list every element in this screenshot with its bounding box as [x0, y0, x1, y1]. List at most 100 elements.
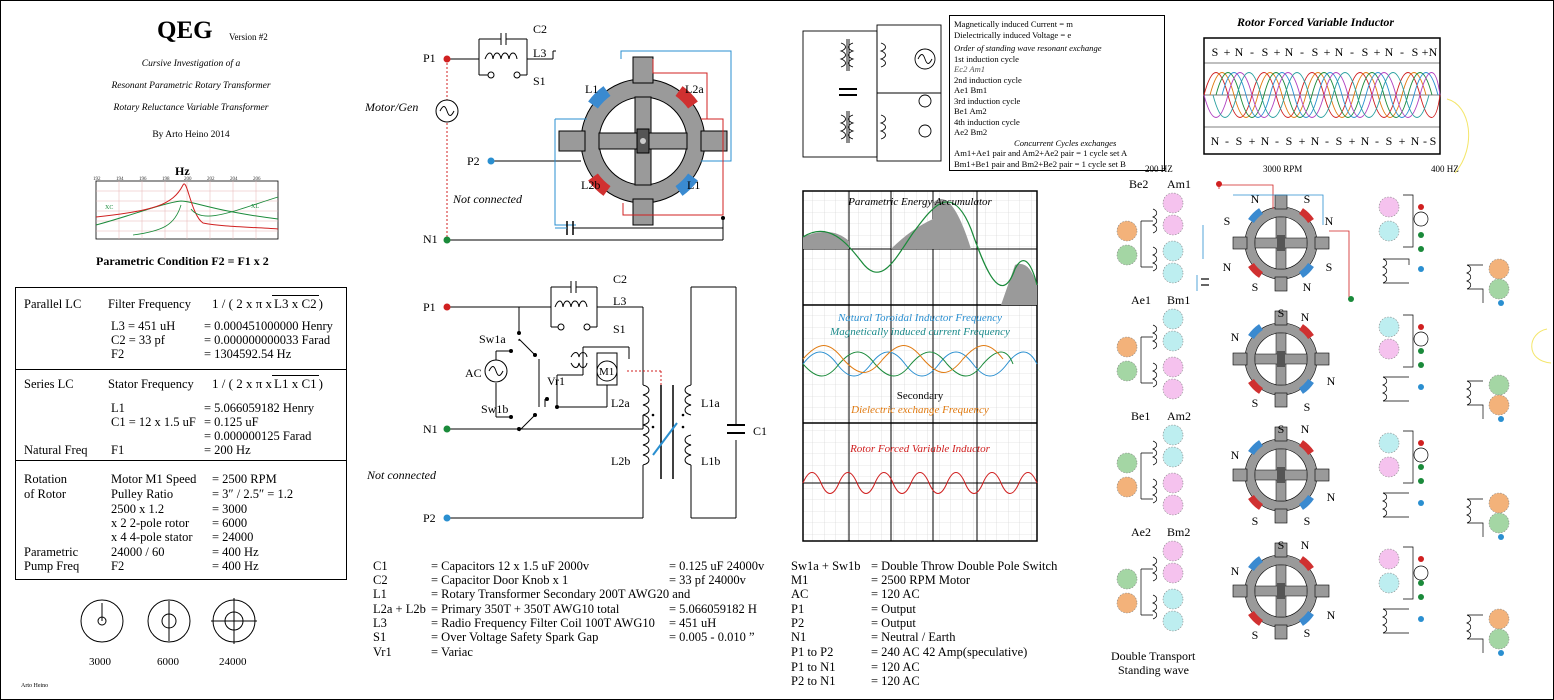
rotor-pole: S [1212, 45, 1219, 59]
subtitle-line-2: Resonant Parametric Rotary Transformer [111, 81, 271, 91]
freq-400-label: 400 HZ [1431, 164, 1459, 174]
note-item: Ec2 Am1 [954, 64, 986, 74]
l2a-label: L2a [611, 396, 630, 410]
rotor-forced-title: Rotor Forced Variable Inductor [849, 443, 991, 455]
formula-suffix: ) [318, 376, 323, 391]
legend-desc: = Output [871, 616, 916, 630]
formula-prefix: 1 / ( 2 x π x [212, 296, 273, 311]
legend-key: S1 [373, 630, 387, 644]
formula-prefix: 1 / ( 2 x π x [212, 376, 273, 391]
rotor-pole: S [1412, 45, 1419, 59]
pole-label: S [1252, 280, 1259, 294]
resonance-graph: XC XL 192 194 196 198 200 202 204 206 [93, 177, 279, 240]
rotor-pole: N [1361, 134, 1370, 148]
pole-label: N [1327, 490, 1336, 504]
formula-line: 2500 x 1.2 [111, 502, 165, 516]
pole-label: S [1278, 306, 1285, 320]
rotor-pole: + [1422, 45, 1429, 59]
rotor-pole: - [1350, 45, 1354, 59]
stage-left-label: Be1 [1131, 409, 1151, 423]
graph-tick: 198 [162, 177, 170, 182]
rotor-pole: S [1236, 134, 1243, 148]
legend-key: Vr1 [373, 645, 392, 659]
rotor-pole: N [1261, 134, 1270, 148]
l2a-label: L2a [685, 82, 704, 96]
formula-line: F1 [111, 443, 125, 457]
formula-suffix: ) [318, 296, 323, 311]
legend-key: P1 to N1 [791, 660, 836, 674]
note-item: Ae1 Bm1 [954, 85, 988, 95]
formula-root: L3 x C2 [272, 295, 319, 311]
pump-freq-label: Pump Freq [24, 559, 80, 573]
formula-value: = 3000 [212, 502, 248, 516]
pole-label: N [1303, 280, 1312, 294]
rotor-pole: - [1250, 45, 1254, 59]
pole-label: S [1304, 192, 1311, 206]
n1-label: N1 [423, 232, 438, 246]
formula-line: L3 = 451 uH [111, 319, 176, 333]
legend-key: N1 [791, 630, 807, 644]
legend-desc: = 2500 RPM Motor [871, 573, 971, 587]
stage-right-label: Am2 [1167, 409, 1191, 423]
rotor-pole: N [1411, 134, 1420, 148]
formula-box: Parallel LC Filter Frequency 1 / ( 2 x π… [15, 287, 347, 580]
natural-freq-label: Natural Freq [24, 443, 88, 457]
l2b-label: L2b [581, 178, 600, 192]
pulley-icon [80, 599, 124, 643]
note-line: Dielectrically induced Voltage = e [954, 29, 1072, 40]
stage-left-label: Be2 [1129, 177, 1149, 191]
pole-label: S [1252, 396, 1259, 410]
legend-desc: = Neutral / Earth [871, 630, 956, 644]
l2b-label: L2b [611, 454, 630, 468]
switch-sketches [1378, 194, 1510, 656]
motor-gen-label: Motor/Gen [364, 100, 418, 114]
rotor-pole: - [1275, 134, 1279, 148]
m1-label: M1 [599, 366, 614, 378]
graph-tick: 194 [116, 177, 124, 182]
legend-key: M1 [791, 573, 809, 587]
formula-line: 24000 / 60 [111, 545, 165, 559]
note-item: 4th induction cycle [954, 116, 1020, 127]
formula-root: L1 x C1 [272, 375, 319, 391]
rotor-pole: - [1400, 45, 1404, 59]
c2-label: C2 [613, 272, 627, 286]
note-item: 2nd induction cycle [954, 74, 1022, 85]
c1-label: C1 [753, 424, 767, 438]
rotor-pole: S [1286, 134, 1293, 148]
rotor-pole: S [1386, 134, 1393, 148]
pole-label: S [1278, 422, 1285, 436]
pole-label: S [1304, 514, 1311, 528]
accumulator-title: Parametric Energy Accumulator [847, 196, 992, 208]
rotor-pole: - [1375, 134, 1379, 148]
s1-label: S1 [533, 74, 546, 88]
legend-key: P2 [791, 616, 805, 630]
legend-value: = 0.125 uF 24000v [669, 559, 765, 573]
rotation-label: Rotation [24, 472, 68, 486]
formula-line: L1 [111, 401, 125, 415]
p2-label: P2 [423, 511, 436, 525]
rotor-pole: - [1300, 45, 1304, 59]
formula-line: Motor M1 Speed [111, 472, 197, 486]
bottom-circuit: Not connected P1 N1 P2 C2 L3 S1 Sw1a Sw1… [366, 272, 767, 525]
note-heading: Order of standing wave resonant exchange [954, 43, 1102, 53]
legend-key: L1 [373, 587, 387, 601]
rotor-panel-title: Rotor Forced Variable Inductor [1237, 15, 1395, 29]
toroidal-title: Natural Toroidal Inductor Frequency [837, 312, 1002, 324]
decorative-arc [1446, 98, 1470, 174]
divider [16, 460, 346, 461]
stator-rotor-icon [558, 56, 728, 226]
pole-label: S [1326, 260, 1333, 274]
note-heading: Concurrent Cycles exchanges [1014, 137, 1117, 148]
footer-author: Arto Heino [21, 683, 49, 689]
legend-desc: = Radio Frequency Filter Coil 100T AWG10 [431, 616, 655, 630]
graph-xc-label: XC [105, 205, 113, 211]
pulley-label: 6000 [157, 656, 179, 668]
pole-label: S [1304, 626, 1311, 640]
rotor-pole: S [1336, 134, 1343, 148]
sw1b-label: Sw1b [481, 402, 508, 416]
legend-desc: = Over Voltage Safety Spark Gap [431, 630, 599, 644]
version-label: Version #2 [229, 32, 268, 42]
legend-value: = 451 uH [669, 616, 717, 630]
